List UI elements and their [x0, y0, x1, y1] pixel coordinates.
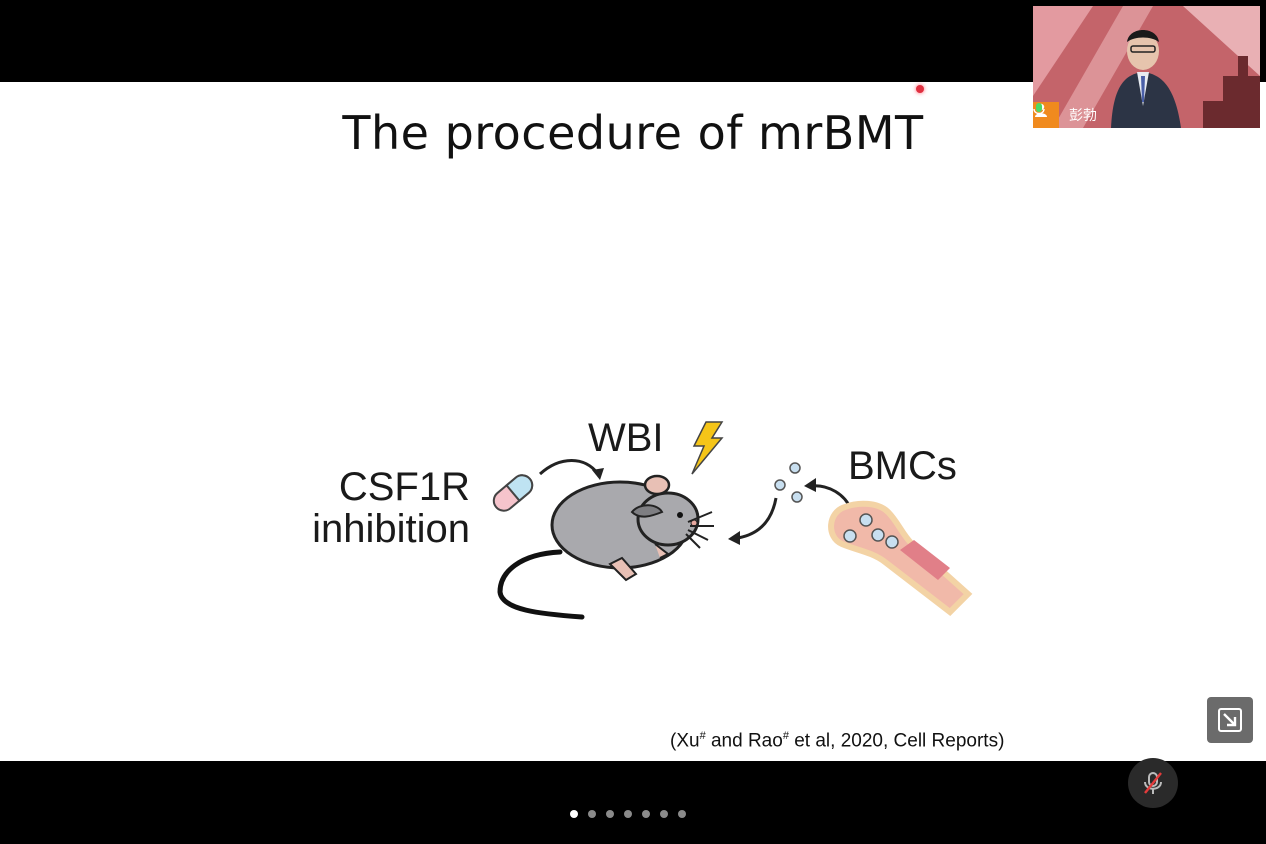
bmc-cell	[791, 491, 803, 503]
capsule-pill-icon	[492, 474, 534, 512]
mouse-tail	[497, 549, 585, 620]
label-bmcs: BMCs	[848, 444, 957, 488]
arrow-cells-to-mouse	[737, 497, 778, 540]
speaker-video-tile[interactable]: 彭勃	[1033, 6, 1260, 128]
speaker-video-feed	[1033, 6, 1260, 128]
page-dot-3[interactable]	[606, 810, 614, 818]
expand-arrow-icon	[1218, 708, 1242, 732]
expand-button[interactable]	[1207, 697, 1253, 743]
bmc-cell	[774, 479, 786, 491]
arrow-pill-to-mouse	[538, 459, 600, 476]
page-dot-7[interactable]	[678, 810, 686, 818]
lightning-bolt-icon	[691, 421, 724, 475]
citation: (Xu# and Rao# et al, 2020, Cell Reports)	[670, 730, 1005, 752]
laser-pointer	[916, 85, 924, 93]
slide-title: The procedure of mrBMT	[342, 106, 924, 160]
mouse-figure	[550, 474, 714, 582]
page-dot-1[interactable]	[570, 810, 578, 818]
page-dot-5[interactable]	[642, 810, 650, 818]
mrbmt-illustration	[492, 421, 973, 620]
bone-figure	[828, 500, 973, 616]
page-dot-4[interactable]	[624, 810, 632, 818]
participant-name: 彭勃	[1069, 108, 1097, 124]
shared-slide: The procedure of mrBMT	[0, 82, 1266, 761]
microphone-muted-icon	[1144, 772, 1162, 794]
label-csf1r-inhibition: CSF1R inhibition	[312, 465, 470, 551]
page-dot-6[interactable]	[660, 810, 668, 818]
bmc-cell	[789, 462, 801, 474]
page-indicator	[570, 810, 686, 818]
page-dot-2[interactable]	[588, 810, 596, 818]
label-wbi: WBI	[588, 416, 664, 460]
participant-name-bar: 彭勃	[1033, 102, 1097, 128]
mute-microphone-button[interactable]	[1128, 758, 1178, 808]
